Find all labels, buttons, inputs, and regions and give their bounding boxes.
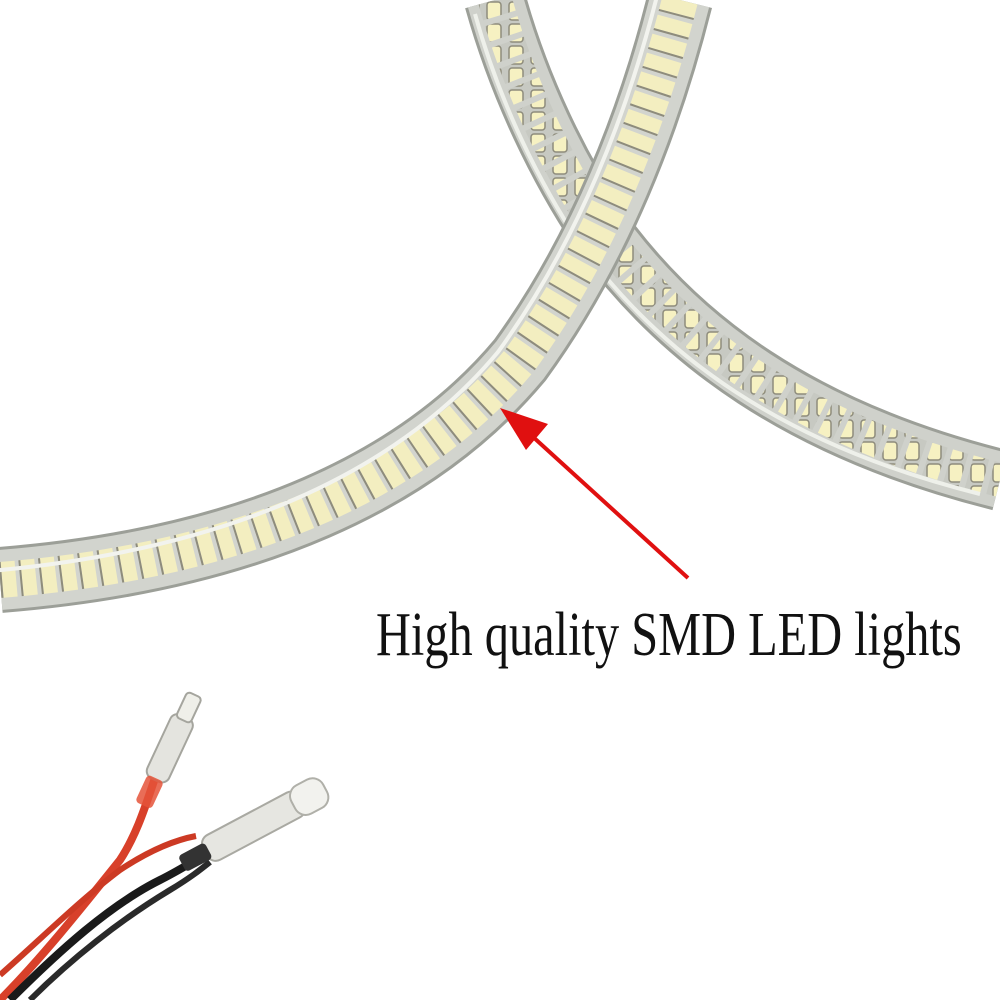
led-ring-front <box>0 0 713 613</box>
wire-harness <box>0 768 212 1000</box>
arrow-icon <box>500 408 690 580</box>
caption-text: High quality SMD LED lights <box>376 601 962 669</box>
connector-icon <box>136 691 330 871</box>
